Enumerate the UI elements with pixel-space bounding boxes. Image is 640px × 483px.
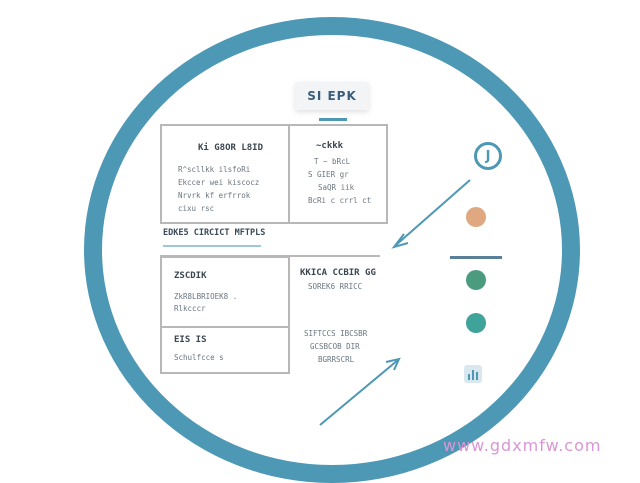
side-divider (450, 256, 502, 259)
lower-arrow-head-icon (385, 357, 401, 371)
lower-left-lower-line-1: Schulfcce s (174, 353, 224, 362)
section-underline (163, 245, 261, 247)
section-label: EDKE5 CIRCICT MFTPLS (163, 228, 266, 238)
lower-left-upper-line-1: ZkR8LBRIOEK8 . (174, 292, 238, 301)
lower-arrow (319, 359, 399, 426)
lower-right-text-2-line-2: GCSBCOB DIR (310, 342, 360, 351)
lower-right-text-2-line-3: BGRRSCRL (318, 355, 355, 364)
lower-right-text-1-line-2: SOREK6 RRICC (308, 282, 363, 291)
lower-left-lower-box: EIS IS Schulfcce s (160, 326, 290, 374)
green-dot-icon (466, 270, 486, 290)
top-left-line-2: Ekccer wei kiscocz (178, 178, 260, 187)
lower-left-upper-heading: ZSCDIK (174, 271, 207, 281)
top-right-box: ~ckkk T ~ bRcL S GIER gr SaQR iik BcRi c… (288, 124, 388, 224)
orange-dot-icon (466, 207, 486, 227)
watermark: www.gdxmfw.com (443, 436, 602, 455)
top-left-line-1: R^scllkk ilsfoRi (178, 165, 251, 174)
top-left-box: Ki G8OR L8ID R^scllkk ilsfoRi Ekccer wei… (160, 124, 290, 224)
top-left-line-3: Nrvrk kf erfrrok (178, 191, 251, 200)
lower-right-text-2-line-1: SIFTCCS IBCSBR (304, 329, 368, 338)
teal-dot-icon (466, 313, 486, 333)
lower-left-lower-heading: EIS IS (174, 335, 207, 345)
top-left-heading: Ki G8OR L8ID (198, 143, 264, 153)
top-right-line-4: BcRi c crrl ct (308, 196, 372, 205)
bar-chart-icon (464, 365, 482, 383)
top-right-line-3: SaQR iik (318, 183, 355, 192)
lower-left-upper-line-2: Rlkcccr (174, 304, 206, 313)
top-right-line-1: T ~ bRcL (314, 157, 351, 166)
top-left-line-4: cixu rsc (178, 204, 215, 213)
title-underline (319, 118, 347, 121)
lower-left-upper-box: ZSCDIK ZkR8LBRIOEK8 . Rlkcccr (160, 256, 290, 328)
upper-arrow (395, 179, 471, 246)
top-right-line-2: S GIER gr (308, 170, 349, 179)
upper-arrow-head-icon (391, 233, 409, 249)
logo-icon: J (474, 142, 502, 170)
lower-right-text-1-line-1: KKICA CCBIR GG (300, 268, 376, 278)
diagram-title: SI EPK (295, 82, 369, 110)
top-right-heading: ~ckkk (316, 141, 344, 151)
